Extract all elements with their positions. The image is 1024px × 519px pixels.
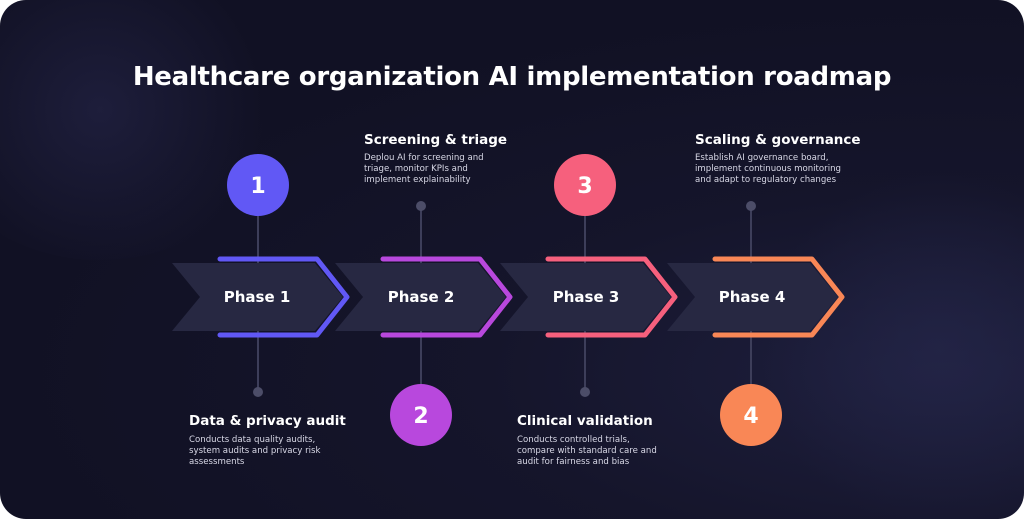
number-circle-3 bbox=[554, 154, 616, 216]
number-badge-3: 3 bbox=[554, 154, 616, 216]
number-circle-4 bbox=[720, 384, 782, 446]
chevron-body-phase-1 bbox=[172, 263, 343, 331]
number-badge-1: 1 bbox=[227, 154, 289, 216]
chevron-phase-1: Phase 1 bbox=[172, 256, 350, 338]
number-circle-2 bbox=[390, 384, 452, 446]
number-text-3: 3 bbox=[577, 174, 592, 199]
phase-chevrons: Phase 4 Phase 3 Phase 2 Phase 1 bbox=[172, 256, 845, 338]
number-circle-1 bbox=[227, 154, 289, 216]
chevron-phase-2: Phase 2 bbox=[335, 256, 513, 338]
note-title-phase-3: Clinical validation bbox=[517, 413, 653, 429]
connector-dot-phase-4 bbox=[746, 201, 756, 211]
number-badge-4: 4 bbox=[720, 384, 782, 446]
chevron-body-phase-3 bbox=[500, 263, 671, 331]
note-title-phase-2: Screening & triage bbox=[364, 132, 508, 148]
note-title-phase-1: Data & privacy audit bbox=[189, 413, 346, 429]
phase-label-2: Phase 2 bbox=[388, 288, 455, 306]
chevron-phase-4: Phase 4 bbox=[667, 256, 845, 338]
phase-label-1: Phase 1 bbox=[224, 288, 291, 306]
chevron-body-phase-4 bbox=[667, 263, 838, 331]
phase-label-3: Phase 3 bbox=[553, 288, 620, 306]
chevron-edge-phase-3 bbox=[545, 256, 678, 338]
number-badges: 1 2 3 4 bbox=[227, 154, 782, 446]
chevron-body-phase-2 bbox=[335, 263, 506, 331]
number-text-2: 2 bbox=[413, 404, 428, 429]
connector-dot-phase-1 bbox=[253, 387, 263, 397]
note-desc-phase-4: Establish AI governance board, implement… bbox=[695, 153, 842, 185]
connector-dot-phase-2 bbox=[416, 201, 426, 211]
chevron-edge-phase-2 bbox=[380, 256, 513, 338]
note-desc-phase-3: Conducts controlled trials, compare with… bbox=[517, 435, 657, 467]
note-desc-phase-1: Conducts data quality audits, system aud… bbox=[189, 435, 321, 467]
chevron-phase-3: Phase 3 bbox=[500, 256, 678, 338]
page-title: Healthcare organization AI implementatio… bbox=[132, 62, 892, 92]
chevron-edge-phase-1 bbox=[217, 256, 350, 338]
number-text-1: 1 bbox=[250, 174, 265, 199]
note-desc-phase-2: Deplou AI for screening and triage, moni… bbox=[364, 153, 484, 185]
chevron-edge-phase-4 bbox=[712, 256, 845, 338]
number-text-4: 4 bbox=[743, 404, 758, 429]
note-title-phase-4: Scaling & governance bbox=[695, 132, 861, 148]
connector-dot-phase-3 bbox=[580, 387, 590, 397]
phase-label-4: Phase 4 bbox=[719, 288, 786, 306]
number-badge-2: 2 bbox=[390, 384, 452, 446]
